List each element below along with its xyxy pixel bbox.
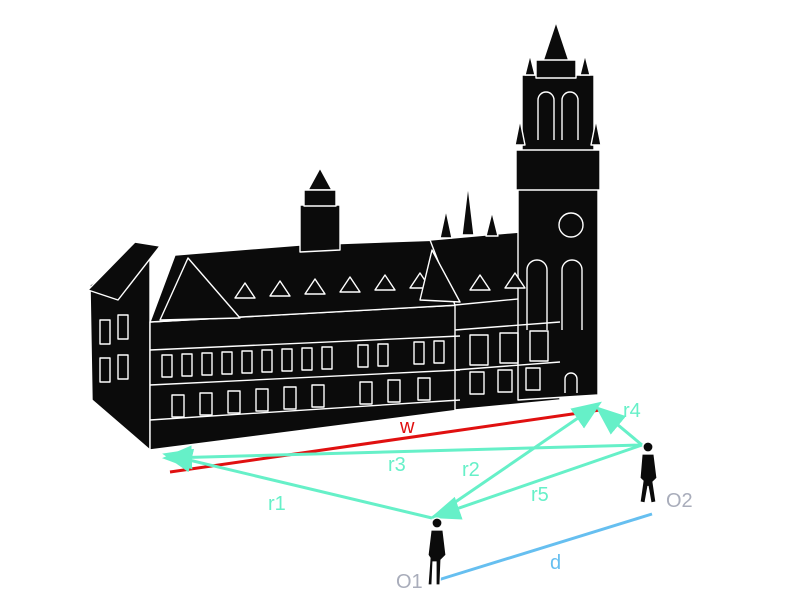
ray-label-r4: r4 bbox=[623, 400, 641, 422]
ray-r5 bbox=[430, 443, 643, 520]
observer-1-label: O1 bbox=[396, 571, 423, 593]
baseline-label: d bbox=[550, 552, 561, 574]
ray-label-r1: r1 bbox=[268, 493, 286, 515]
ray-r1 bbox=[162, 448, 433, 520]
width-line bbox=[169, 408, 601, 474]
ray-label-r3: r3 bbox=[388, 454, 406, 476]
observer-2-figure bbox=[639, 441, 658, 504]
ray-r4 bbox=[595, 406, 643, 447]
observer-1-figure bbox=[427, 517, 447, 586]
town-hall-building bbox=[87, 21, 602, 451]
baseline-d bbox=[437, 512, 653, 582]
ray-label-r2: r2 bbox=[462, 459, 480, 481]
sight-rays bbox=[162, 401, 643, 520]
width-label: w bbox=[399, 416, 415, 438]
ray-r3 bbox=[162, 443, 643, 470]
ray-label-r5: r5 bbox=[531, 484, 549, 506]
observer-2-label: O2 bbox=[666, 490, 693, 512]
